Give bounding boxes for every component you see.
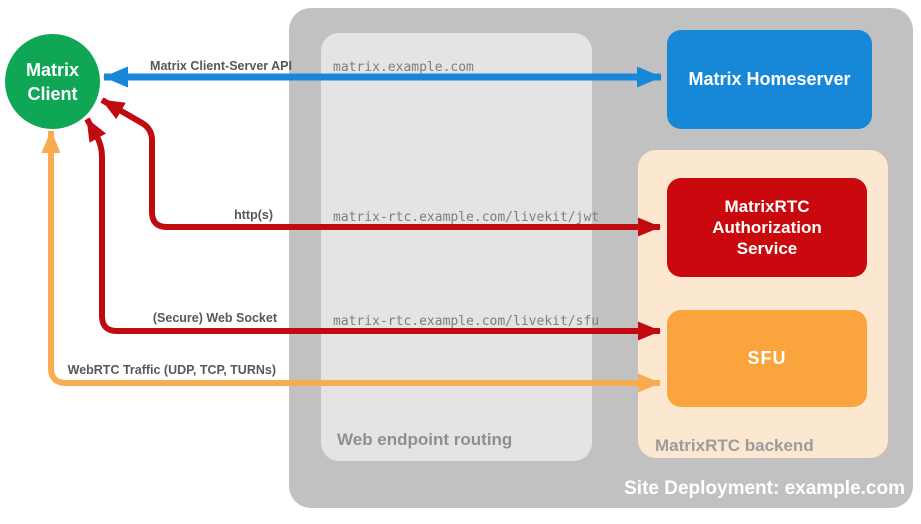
endpoint-livekit-sfu: matrix-rtc.example.com/livekit/sfu bbox=[333, 314, 600, 329]
label-webrtc-traffic: WebRTC Traffic (UDP, TCP, TURNs) bbox=[67, 363, 276, 377]
matrix-client-label-line1: Matrix bbox=[25, 59, 79, 80]
matrix-client-node: Matrix Client bbox=[5, 34, 100, 129]
label-https: http(s) bbox=[234, 208, 273, 222]
endpoint-matrix-host: matrix.example.com bbox=[333, 60, 474, 75]
label-client-server-api: Matrix Client-Server API bbox=[150, 59, 292, 73]
matrix-homeserver-node: Matrix Homeserver bbox=[667, 30, 872, 129]
matrixrtc-authorization-service-node: MatrixRTC Authorization Service bbox=[667, 178, 867, 277]
site-deployment-caption: Site Deployment: example.com bbox=[624, 478, 905, 499]
sfu-node: SFU bbox=[667, 310, 867, 407]
web-endpoint-routing-caption: Web endpoint routing bbox=[337, 430, 513, 449]
web-endpoint-routing-box bbox=[321, 33, 592, 461]
matrix-client-label-line2: Client bbox=[27, 83, 78, 104]
endpoint-livekit-jwt: matrix-rtc.example.com/livekit/jwt bbox=[333, 210, 600, 225]
label-secure-web-socket: (Secure) Web Socket bbox=[152, 311, 277, 325]
matrixrtc-backend-caption: MatrixRTC backend bbox=[655, 436, 814, 455]
